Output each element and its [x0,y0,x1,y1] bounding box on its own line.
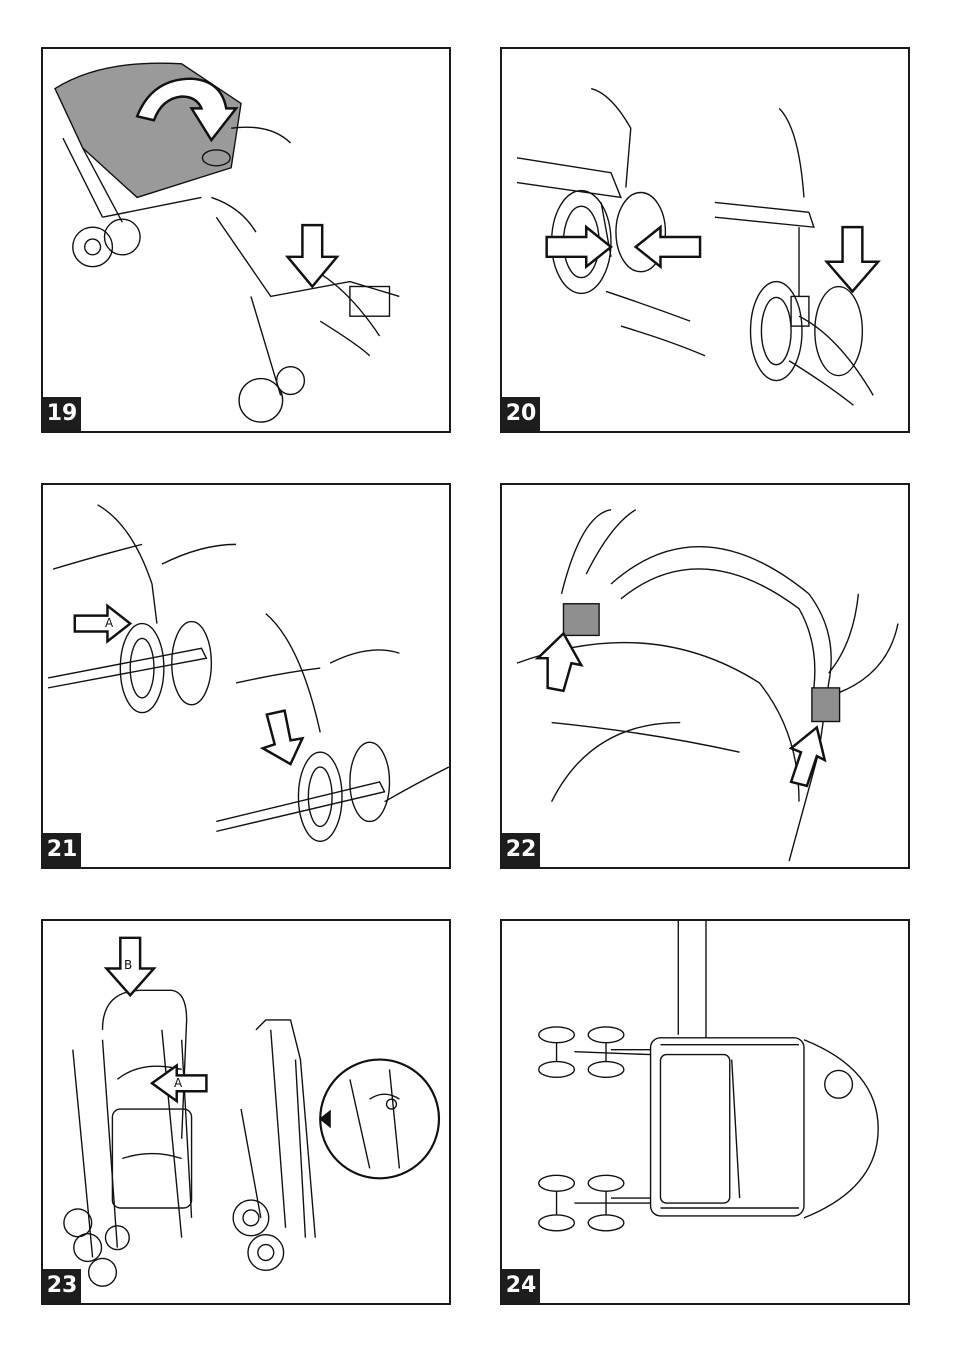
right-arrow-icon [75,606,130,642]
label-a: A [174,1076,182,1090]
step-19-illustration: 19 [41,47,451,433]
step-number: 21 [43,833,81,867]
down-arrow-icon [288,225,337,286]
step-21-illustration: A 21 [41,483,451,869]
step-20-illustration: 20 [500,47,910,433]
step-22-illustration: 22 [500,483,910,869]
right-release-button [812,688,840,722]
step-24-illustration: 24 [500,919,910,1305]
step-number: 23 [43,1269,81,1303]
up-arrow-icon [538,633,582,690]
stroller-canopy-removal-drawing [43,49,449,431]
step-number: 20 [502,397,540,431]
up-arrow-icon [791,727,825,785]
front-wheel-removal-drawing [502,49,908,431]
step-number: 19 [43,397,81,431]
left-arrow-icon [636,227,700,267]
left-release-button [563,604,599,636]
step-number: 24 [502,1269,540,1303]
step-23-illustration: B A 23 [41,919,451,1305]
rear-wheel-removal-drawing [43,485,449,867]
label-a: A [105,616,113,630]
folded-stroller-carry-drawing [502,921,908,1303]
handle-release-drawing [502,485,908,867]
right-arrow-icon [547,227,611,267]
label-b: B [124,958,132,972]
down-arrow-icon [263,711,303,764]
step-number: 22 [502,833,540,867]
down-arrow-icon [827,227,878,291]
stroller-folding-drawing [43,921,449,1303]
